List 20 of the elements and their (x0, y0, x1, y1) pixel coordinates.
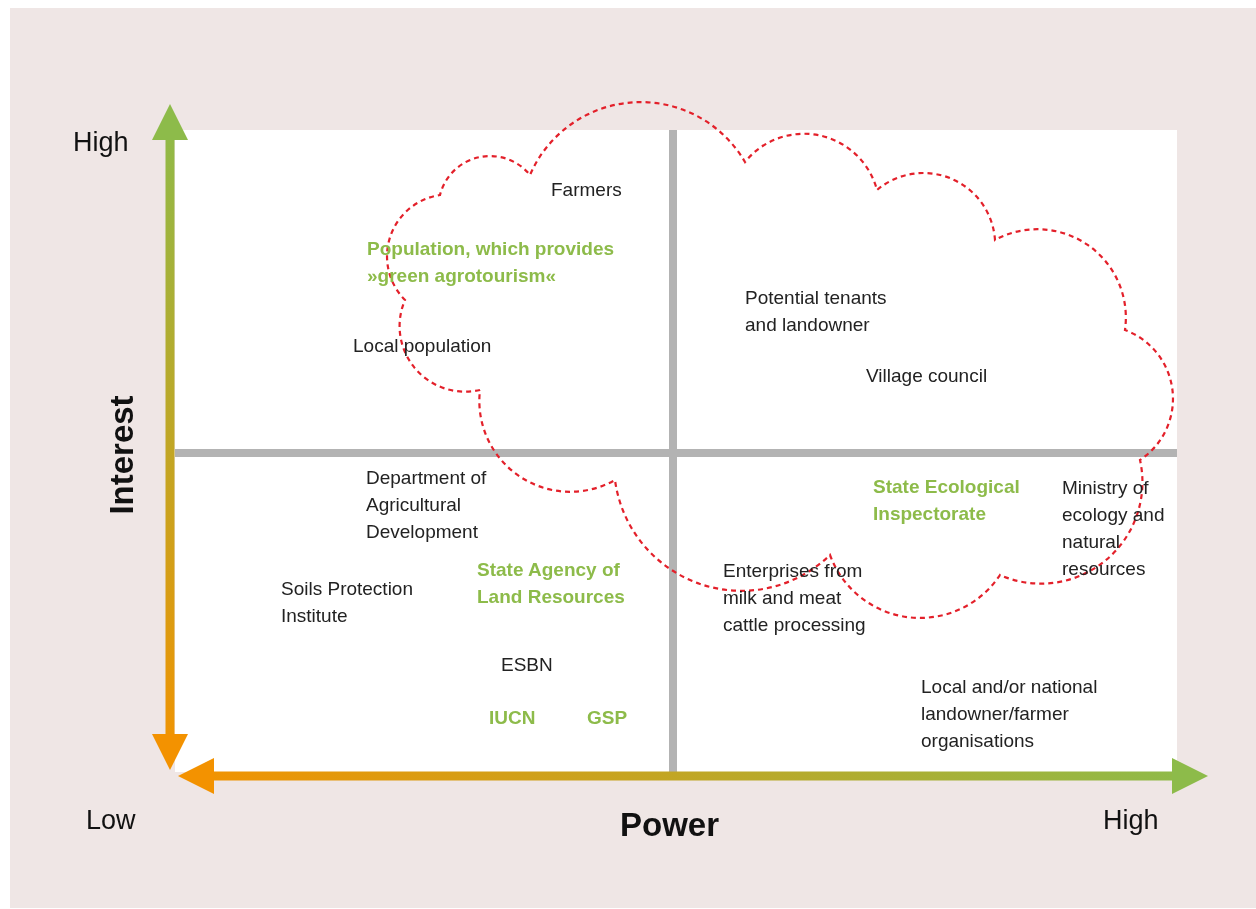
stakeholder-label: Potential tenants and landowner (745, 286, 888, 337)
stakeholder-label: Population, which provides »green agrotourism« (367, 237, 616, 288)
stakeholder-label: State Ecological Inspectorate (873, 475, 1021, 526)
stakeholder-label: Soils Protection Institute (281, 577, 414, 628)
stakeholder-label: Local population (353, 334, 493, 358)
stakeholder-label: Ministry of ecology and natural resources (1062, 476, 1166, 581)
axis-level-label: Low (86, 804, 137, 836)
stakeholder-label: Farmers (551, 178, 623, 202)
stakeholder-label: Enterprises from milk and meat cattle processing (723, 559, 867, 637)
axis-level-label: High (73, 126, 130, 158)
stakeholder-label: IUCN (489, 706, 537, 730)
stakeholder-label: Village council (866, 364, 989, 388)
axis-title: Power (620, 806, 721, 844)
stakeholder-label: GSP (587, 706, 629, 730)
axis-level-label: High (1103, 804, 1160, 836)
stakeholder-label: State Agency of Land Resources (477, 558, 626, 609)
stakeholder-label: ESBN (501, 653, 554, 677)
axis-title: Interest (102, 395, 141, 515)
stakeholder-label: Local and/or national landowner/farmer organisations (921, 675, 1099, 753)
stakeholder-label: Department of Agricultural Development (366, 466, 488, 544)
